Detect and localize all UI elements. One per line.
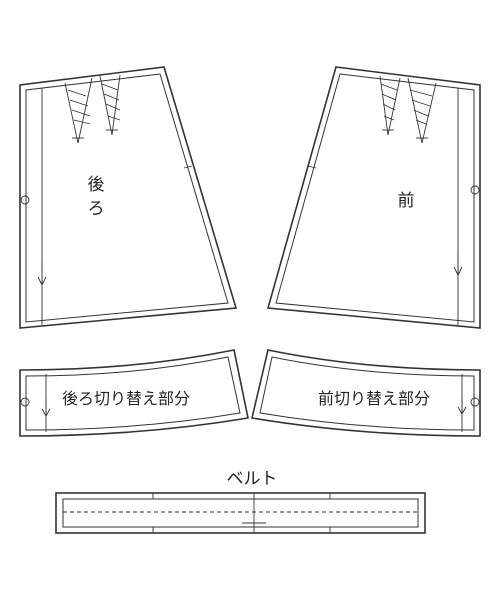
belt-piece: ベルト [55, 469, 426, 534]
front-skirt-seam-line [275, 73, 475, 323]
back-skirt-darts [64, 74, 121, 144]
back-yoke-outline [19, 349, 249, 437]
back-yoke-seam-line [25, 356, 241, 431]
belt-seam-line [62, 498, 419, 528]
front-yoke-grain-arrow [457, 396, 467, 415]
back-skirt-grain-arrow [37, 260, 47, 287]
back-skirt-notch-circle [20, 195, 30, 205]
front-yoke-seam-line [259, 356, 475, 431]
front-yoke-outline [251, 349, 481, 437]
front-skirt-label: 前 [398, 191, 415, 211]
front-skirt-notch-circle [470, 185, 480, 195]
back-yoke-notch-circle [20, 397, 30, 407]
back-yoke-piece: 後ろ切り替え部分 [19, 349, 249, 437]
belt-outline [55, 492, 426, 534]
front-skirt-piece: 前 [266, 66, 481, 329]
back-yoke-label: 後ろ切り替え部分 [62, 389, 190, 408]
back-yoke-grain-arrow [41, 398, 51, 417]
front-yoke-piece: 前切り替え部分 [251, 349, 481, 437]
front-skirt-outline [266, 66, 481, 329]
back-skirt-piece: 後 ろ [19, 66, 238, 329]
back-skirt-outline [19, 66, 238, 329]
back-skirt-side-notch [183, 165, 193, 169]
back-skirt-label-line2: ろ [88, 199, 105, 219]
front-skirt-darts [379, 75, 437, 144]
front-skirt-grain-arrow [453, 250, 463, 277]
front-skirt-side-notch [307, 165, 317, 169]
front-yoke-label: 前切り替え部分 [318, 389, 430, 408]
back-skirt-label-line1: 後 [88, 175, 105, 195]
belt-notches [152, 493, 331, 533]
back-skirt-seam-line [25, 73, 229, 323]
front-yoke-notch-circle [470, 397, 480, 407]
belt-label: ベルト [227, 469, 278, 489]
